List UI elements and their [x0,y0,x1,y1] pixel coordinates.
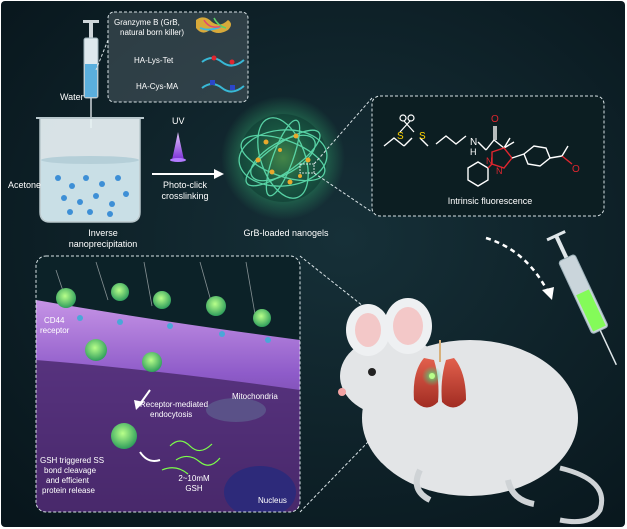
sulfur-atom-2: S [419,131,426,142]
sulfur-atom-1: S [397,131,404,142]
cell-inset-frame [35,255,301,513]
nanogel-icon [153,291,171,309]
nanogel-icon [142,352,162,372]
nanogel-icon [221,96,345,220]
mitochondria-label: Mitochondria [232,392,278,401]
nanogel-icon [111,283,129,301]
nucleus-label: Nucleus [258,496,287,505]
chemical-structure [383,126,573,187]
ha-lys-tet-label: HA-Lys-Tet [134,56,174,65]
photo-click-label: Photo-click [162,180,207,190]
mitochondria [206,398,266,422]
nucleus [224,466,296,512]
ha-lys-tet-icon [201,55,245,67]
nanogel-icon [56,288,76,308]
nanogel-icon [111,423,137,449]
components-inset [107,11,249,103]
nanogel-caption: GrB-loaded nanogels [243,228,329,238]
uv-label: UV [172,116,185,126]
pyrazoline-nitrogen-1: N [486,156,493,166]
gsh-concentration-label: 2~10mM [178,474,210,483]
nanogel-icon [206,296,226,316]
cell-illustration [36,256,300,512]
structure-inset [371,95,605,217]
process-arrow [152,169,224,179]
receptor-label: receptor [40,326,70,335]
scissors-icon [399,114,415,133]
beaker-icon [36,117,144,223]
ha-cys-ma-icon [201,80,245,93]
nanogel-icon [85,339,107,361]
granzyme-protein-icon [196,17,231,33]
endocytosis-label: endocytosis [150,410,193,419]
amide-oxygen: O [491,114,499,125]
uv-lamp-icon [170,132,186,162]
amide-nitrogen: N [470,137,478,148]
mouse-icon [338,298,604,525]
syringe-icon [546,230,618,366]
water-label: Water [60,92,84,102]
syringe-icon [83,20,99,128]
gsh-triggered-label: GSH triggered SS [40,456,105,465]
receptor-mediated-label: Receptor-mediated [140,400,209,409]
inverse-label: Inverse [88,228,118,238]
cd44-label: CD44 [44,316,65,325]
release-arrow [139,451,161,462]
acetone-label: Acetone [8,180,42,190]
gsh-label: GSH [185,484,203,493]
zoom-line [313,172,373,213]
protein-release-label: protein release [42,486,95,495]
injection-arrow [485,236,550,293]
ketone-oxygen: O [572,164,580,175]
granzyme-label: Granzyme B (GrB, [114,18,180,27]
amide-hydrogen: H [470,147,477,157]
injection-arrowhead [542,287,554,300]
and-efficient-label: and efficient [46,476,89,485]
granzyme-label-line2: natural born killer) [120,28,185,37]
released-protein-strands [161,440,221,475]
intrinsic-fluorescence-label: Intrinsic fluorescence [447,196,533,206]
pyrazoline-nitrogen-2: N [496,166,503,176]
nanogel-icon [253,309,271,327]
nanoprecipitation-label: nanoprecipitation [68,239,138,249]
bond-cleavage-label: bond cleavage [44,466,97,475]
crosslinking-label: crosslinking [161,191,209,201]
ha-cys-ma-label: HA-Cys-MA [136,82,179,91]
